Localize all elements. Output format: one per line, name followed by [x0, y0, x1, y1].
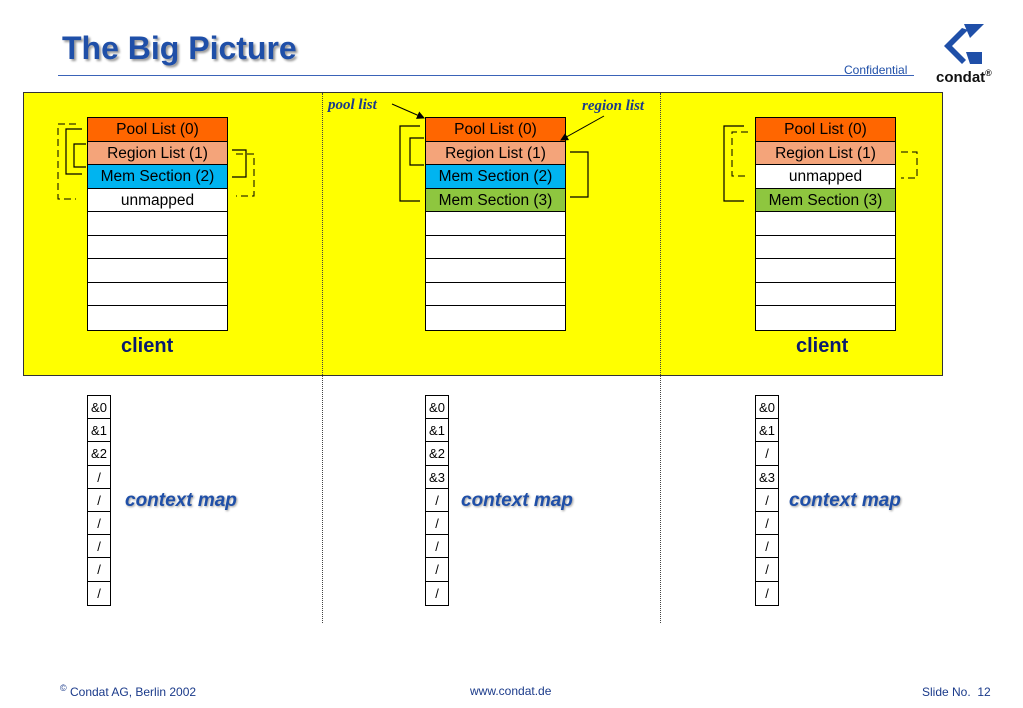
footer-url[interactable]: www.condat.de: [470, 684, 552, 698]
region-list-cell: Region List (1): [88, 141, 227, 165]
logo-wordmark: condat: [936, 69, 986, 86]
context-entry: /: [426, 535, 448, 559]
context-entry: /: [97, 585, 101, 601]
context-entry: /: [426, 558, 448, 582]
column-divider: [322, 93, 323, 623]
slide-number-value: 12: [977, 685, 991, 699]
context-entry: /: [88, 466, 110, 489]
context-map-label-right: context map: [789, 490, 901, 511]
context-map-left: &0 &1 &2 / / / / / /: [87, 395, 111, 606]
context-entry: /: [435, 585, 439, 601]
memory-stack-right: Pool List (0) Region List (1) unmapped M…: [755, 117, 896, 331]
region-list-cell: Region List (1): [426, 141, 565, 165]
context-entry: /: [756, 489, 778, 512]
context-entry: /: [756, 442, 778, 466]
column-divider: [660, 93, 661, 623]
context-entry: &0: [88, 396, 110, 420]
memory-stack-left: Pool List (0) Region List (1) Mem Sectio…: [87, 117, 228, 331]
context-entry: &2: [426, 442, 448, 466]
region-list-annotation: region list: [582, 98, 645, 114]
context-entry: /: [88, 512, 110, 536]
memory-cell: [426, 235, 565, 259]
pool-list-cell: Pool List (0): [88, 118, 227, 142]
memory-cell: [756, 212, 895, 236]
context-entry: /: [765, 585, 769, 601]
condat-logo-icon: [944, 24, 984, 64]
memory-cell: [88, 259, 227, 283]
footer-copyright: © Condat AG, Berlin 2002: [60, 683, 196, 699]
pool-list-cell: Pool List (0): [426, 118, 565, 142]
context-entry: &1: [88, 419, 110, 443]
memory-cell: [426, 282, 565, 306]
mem-section-cell: Mem Section (2): [426, 165, 565, 189]
memory-cell: unmapped: [88, 188, 227, 212]
context-entry: /: [426, 489, 448, 512]
context-entry: /: [426, 512, 448, 536]
copyright-symbol: ©: [60, 683, 67, 693]
confidential-label: Confidential: [844, 63, 908, 77]
title-underline: [58, 75, 914, 76]
memory-cell: [426, 259, 565, 283]
mem-section-cell: Mem Section (3): [756, 188, 895, 212]
registered-mark: ®: [985, 68, 992, 78]
slide-number: Slide No. 12: [922, 685, 991, 699]
context-entry: &0: [426, 396, 448, 420]
memory-cell: [426, 212, 565, 236]
memory-cell: [88, 282, 227, 306]
client-label-right: client: [796, 335, 849, 357]
memory-cell: [88, 212, 227, 236]
context-entry: /: [756, 558, 778, 582]
context-entry: /: [756, 535, 778, 559]
slide-label: Slide No.: [922, 685, 971, 699]
memory-cell: [756, 259, 895, 283]
memory-stack-middle: Pool List (0) Region List (1) Mem Sectio…: [425, 117, 566, 331]
context-entry: /: [88, 535, 110, 559]
pool-list-cell: Pool List (0): [756, 118, 895, 142]
context-entry: &3: [426, 466, 448, 489]
memory-cell: [756, 282, 895, 306]
context-entry: &2: [88, 442, 110, 466]
copyright-text: Condat AG, Berlin 2002: [69, 685, 197, 699]
condat-logo: condat®: [936, 68, 992, 86]
mem-section-cell: Mem Section (2): [88, 165, 227, 189]
context-map-label-middle: context map: [461, 490, 573, 511]
context-entry: &3: [756, 466, 778, 489]
mem-section-cell: Mem Section (3): [426, 188, 565, 212]
memory-cell: [756, 235, 895, 259]
memory-cell: unmapped: [756, 165, 895, 189]
context-map-middle: &0 &1 &2 &3 / / / / /: [425, 395, 449, 606]
context-map-label-left: context map: [125, 490, 237, 511]
context-entry: &0: [756, 396, 778, 420]
page-title: The Big Picture: [62, 30, 297, 66]
memory-cell: [88, 306, 227, 330]
pool-list-annotation: pool list: [328, 97, 377, 113]
context-entry: &1: [426, 419, 448, 443]
memory-cell: [426, 306, 565, 330]
context-map-right: &0 &1 / &3 / / / / /: [755, 395, 779, 606]
context-entry: /: [756, 512, 778, 536]
context-entry: /: [88, 489, 110, 512]
memory-cell: [88, 235, 227, 259]
client-label-left: client: [121, 335, 174, 357]
memory-cell: [756, 306, 895, 330]
region-list-cell: Region List (1): [756, 141, 895, 165]
context-entry: &1: [756, 419, 778, 443]
context-entry: /: [88, 558, 110, 582]
